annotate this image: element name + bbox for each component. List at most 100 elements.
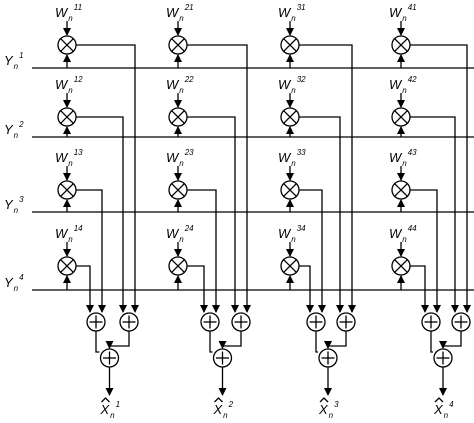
weight-label-w31-subscript: n: [291, 14, 296, 23]
multiplier-w31: [280, 35, 300, 55]
weight-label-w21: Wn21: [166, 3, 194, 23]
input-label-y4-superscript: 4: [19, 273, 24, 282]
multiplier-w22: [168, 107, 188, 127]
weight-label-w34-base: W: [278, 226, 292, 241]
multiplier-w43: [391, 180, 411, 200]
product-wire-w11: [76, 44, 139, 313]
input-label-y1-base: Y: [4, 53, 14, 68]
weight-label-w32-subscript: n: [291, 86, 296, 95]
weight-label-w44: Wn44: [389, 224, 417, 244]
product-wire-w23: [187, 189, 220, 313]
output-label-x4-subscript: n: [444, 411, 449, 420]
product-wire-w22: [187, 116, 239, 313]
adder-right-g3: [336, 312, 356, 332]
weight-label-w11-subscript: n: [68, 14, 73, 23]
weight-label-w21-subscript: n: [179, 14, 184, 23]
weight-label-w44-subscript: n: [402, 235, 407, 244]
input-label-y4-subscript: n: [14, 284, 19, 293]
adder-left-g4: [421, 312, 441, 332]
output-label-x1-subscript: n: [110, 411, 115, 420]
multiplier-w14: [57, 256, 77, 276]
multiplier-w33-x-stroke-b: [283, 183, 297, 197]
input-label-y1-subscript: n: [14, 62, 19, 71]
weight-label-w23-subscript: n: [179, 159, 184, 168]
multiplier-w42: [391, 107, 411, 127]
multiplier-w12: [57, 107, 77, 127]
weight-label-w32-base: W: [278, 77, 292, 92]
weight-label-w24-subscript: n: [179, 235, 184, 244]
input-label-y1-superscript: 1: [19, 51, 23, 60]
multiplier-w41: [391, 35, 411, 55]
product-wire-w33: [299, 189, 326, 313]
multiplier-w11: [57, 35, 77, 55]
output-label-x1-hat: [101, 397, 110, 403]
multiplier-w31-x-stroke-b: [283, 38, 297, 52]
sum-wire-left-g4: [430, 331, 433, 353]
weight-label-w12-base: W: [55, 77, 69, 92]
output-label-x1-base: X: [100, 402, 111, 417]
adder-right-g4: [451, 312, 471, 332]
multiplier-w11-x-stroke-b: [60, 38, 74, 52]
weight-label-w12-superscript: 12: [74, 75, 83, 84]
weight-label-w44-base: W: [389, 226, 403, 241]
weight-label-w24-superscript: 24: [184, 224, 194, 233]
multiplier-w21-x-stroke-b: [171, 38, 185, 52]
sum-wire-right-g1: [105, 331, 130, 349]
adder-final-g4: [433, 348, 453, 368]
weight-label-w13-superscript: 13: [74, 148, 83, 157]
output-label-x3-base: X: [318, 402, 329, 417]
weight-label-w32-superscript: 32: [297, 75, 306, 84]
product-wire-w12: [76, 116, 127, 313]
weight-label-w14-subscript: n: [68, 235, 73, 244]
output-label-x3-subscript: n: [329, 411, 334, 420]
weight-label-w32: Wn32: [278, 75, 306, 95]
weight-label-w43: Wn43: [389, 148, 417, 168]
weight-label-w41: Wn41: [389, 3, 417, 23]
output-label-x2-superscript: 2: [228, 400, 234, 409]
adder-left-g1: [86, 312, 106, 332]
multiplier-w34-x-stroke-b: [283, 259, 297, 273]
multiplier-w21: [168, 35, 188, 55]
output-label-x3-hat: [319, 397, 329, 403]
adder-left-g3: [306, 312, 326, 332]
weight-label-w31-base: W: [278, 5, 292, 20]
adder-final-g1: [99, 348, 120, 368]
output-label-x4: Xn4: [433, 400, 454, 420]
weight-label-w42-base: W: [389, 77, 403, 92]
multiplier-w43-x-stroke-b: [394, 183, 408, 197]
weight-label-w22: Wn22: [166, 75, 194, 95]
weight-label-w42-superscript: 42: [408, 75, 417, 84]
weight-label-w41-subscript: n: [402, 14, 407, 23]
weight-label-w23: Wn23: [166, 148, 194, 168]
product-wire-w31: [299, 44, 356, 313]
weight-label-w24-base: W: [166, 226, 180, 241]
weight-label-w43-base: W: [389, 150, 403, 165]
output-label-x4-base: X: [433, 402, 444, 417]
multiplier-w13: [57, 180, 77, 200]
weight-label-w22-subscript: n: [179, 86, 184, 95]
weight-label-w22-base: W: [166, 77, 180, 92]
multiplier-w24: [168, 256, 188, 276]
multiplier-w44: [391, 256, 411, 276]
input-label-y2: Yn2: [4, 120, 24, 140]
weight-label-w22-superscript: 22: [184, 75, 194, 84]
weight-label-w13-subscript: n: [68, 159, 73, 168]
input-label-y2-base: Y: [4, 122, 14, 137]
weight-label-w11-superscript: 11: [74, 3, 82, 12]
multiplier-w14-x-stroke-b: [60, 259, 74, 273]
input-label-y2-superscript: 2: [18, 120, 24, 129]
weight-label-w14-superscript: 14: [74, 224, 83, 233]
sum-wire-right-g4: [439, 331, 462, 349]
input-label-y4-base: Y: [4, 275, 14, 290]
product-wire-w32: [299, 116, 344, 313]
product-wire-w43: [410, 189, 441, 313]
multiplier-w34: [280, 256, 300, 276]
multiplier-w41-x-stroke-b: [394, 38, 408, 52]
weight-label-w23-base: W: [166, 150, 180, 165]
weight-label-w24: Wn24: [166, 224, 194, 244]
product-wire-w14: [76, 265, 94, 313]
multiplier-w22-x-stroke-b: [171, 110, 185, 124]
weight-label-w12: Wn12: [55, 75, 83, 95]
output-label-x3-superscript: 3: [334, 400, 339, 409]
